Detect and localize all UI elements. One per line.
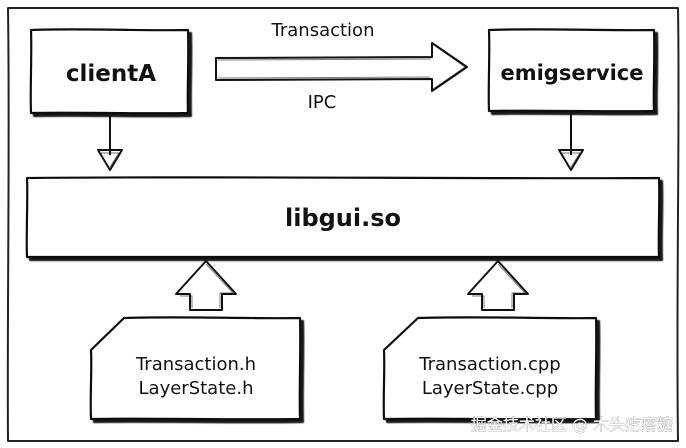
transaction-arrow <box>215 42 468 92</box>
right-doc-line1: Transaction.cpp <box>418 354 560 375</box>
libgui-node <box>25 176 661 259</box>
client-a-node <box>29 28 190 115</box>
right-doc-shape <box>382 316 598 421</box>
right-doc-node <box>382 316 598 421</box>
right-doc-line2: LayerState.cpp <box>422 378 558 399</box>
emigservice-label: emigservice <box>500 61 643 85</box>
right-doc-arrow <box>467 260 529 311</box>
left-doc-shape <box>89 316 302 421</box>
left-doc-line2: LayerState.h <box>139 378 254 399</box>
arrow-bottom-label: IPC <box>308 92 337 113</box>
client-a-connector <box>97 114 123 171</box>
left-doc-arrow <box>175 260 237 311</box>
client-a-box <box>29 28 190 115</box>
watermark-text: 掘金技术社区 @ 木头疙瘩糖 <box>471 415 673 434</box>
arrow-top-label: Transaction <box>271 20 375 41</box>
emigservice-node <box>487 28 656 113</box>
emigservice-connector <box>558 112 584 171</box>
outer-frame <box>6 6 680 443</box>
transaction-arrow-sketch <box>217 44 466 90</box>
libgui-box <box>25 176 661 259</box>
emigservice-box <box>487 28 656 113</box>
libgui-label: libgui.so <box>285 204 401 232</box>
left-doc-line1: Transaction.h <box>135 354 256 375</box>
left-doc-node <box>89 316 302 421</box>
client-a-label: clientA <box>66 61 156 87</box>
